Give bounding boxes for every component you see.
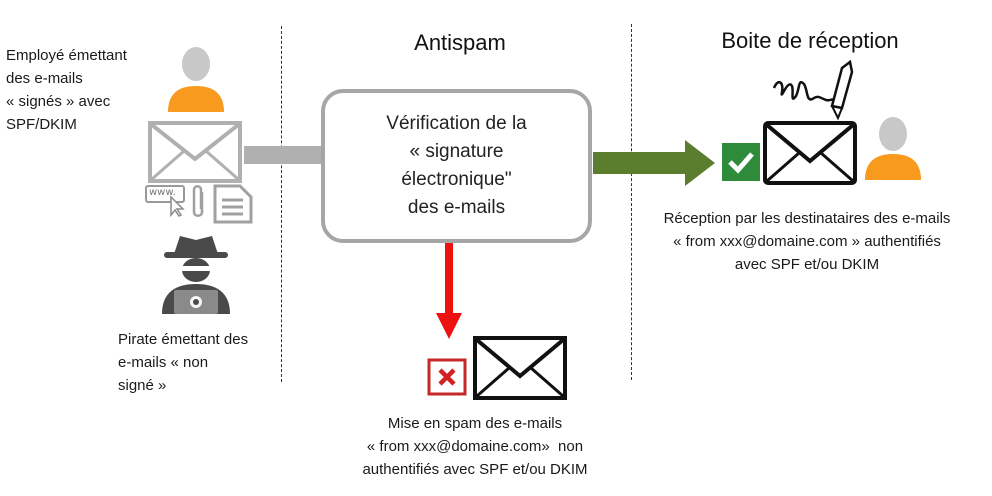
- spam-line: authentifiés avec SPF et/ou DKIM: [362, 461, 588, 478]
- spam-envelope-icon: [473, 336, 567, 400]
- www-label: www.: [149, 187, 176, 198]
- recipient-person-icon: [865, 117, 921, 180]
- separator-right: [631, 24, 632, 380]
- spam-description: Mise en spam des e-mails « from xxx@doma…: [320, 412, 630, 481]
- employee-line: « signés » avec: [6, 93, 111, 110]
- employee-line: SPF/DKIM: [6, 116, 77, 133]
- signature-verification-box: Vérification de la « signature électroni…: [321, 89, 592, 243]
- reception-description: Réception par les destinataires des e-ma…: [632, 207, 982, 276]
- web-link-icon: [145, 185, 185, 218]
- pirate-line: signé »: [118, 377, 167, 394]
- pirate-line: Pirate émettant des: [118, 331, 249, 348]
- reception-line: Réception par les destinataires des e-ma…: [663, 210, 951, 227]
- pirate-hacker-icon: [162, 236, 230, 314]
- separator-left: [281, 26, 282, 382]
- antispam-heading: Antispam: [414, 30, 506, 55]
- signature-pen-icon: [772, 59, 854, 121]
- sent-envelope-icon: [148, 121, 242, 183]
- box-line: des e-mails: [407, 197, 506, 218]
- inbox-heading: Boite de réception: [721, 28, 899, 53]
- check-mark-icon: [722, 143, 760, 181]
- employee-description: Employé émettant des e-mails « signés » …: [6, 44, 166, 136]
- spam-line: « from xxx@domaine.com» non: [366, 438, 584, 455]
- employee-person-icon: [168, 47, 224, 112]
- box-line: Vérification de la: [386, 113, 527, 134]
- reject-x-icon: [427, 358, 467, 396]
- document-icon: [213, 184, 253, 224]
- employee-line: des e-mails: [6, 70, 83, 87]
- pirate-description: Pirate émettant des e-mails « non signé …: [118, 328, 278, 397]
- spam-line: Mise en spam des e-mails: [387, 415, 563, 432]
- paperclip-icon: [192, 185, 204, 217]
- box-line: électronique": [401, 169, 512, 190]
- reception-line: avec SPF et/ou DKIM: [734, 256, 880, 273]
- accepted-arrow: [593, 140, 715, 186]
- employee-line: Employé émettant: [6, 47, 127, 64]
- box-line: « signature: [409, 141, 504, 162]
- rejected-arrow: [436, 243, 462, 339]
- incoming-connector: [244, 146, 324, 164]
- pirate-line: e-mails « non: [118, 354, 209, 371]
- received-envelope-icon: [763, 121, 857, 185]
- reception-line: « from xxx@domaine.com » authentifiés: [673, 233, 941, 250]
